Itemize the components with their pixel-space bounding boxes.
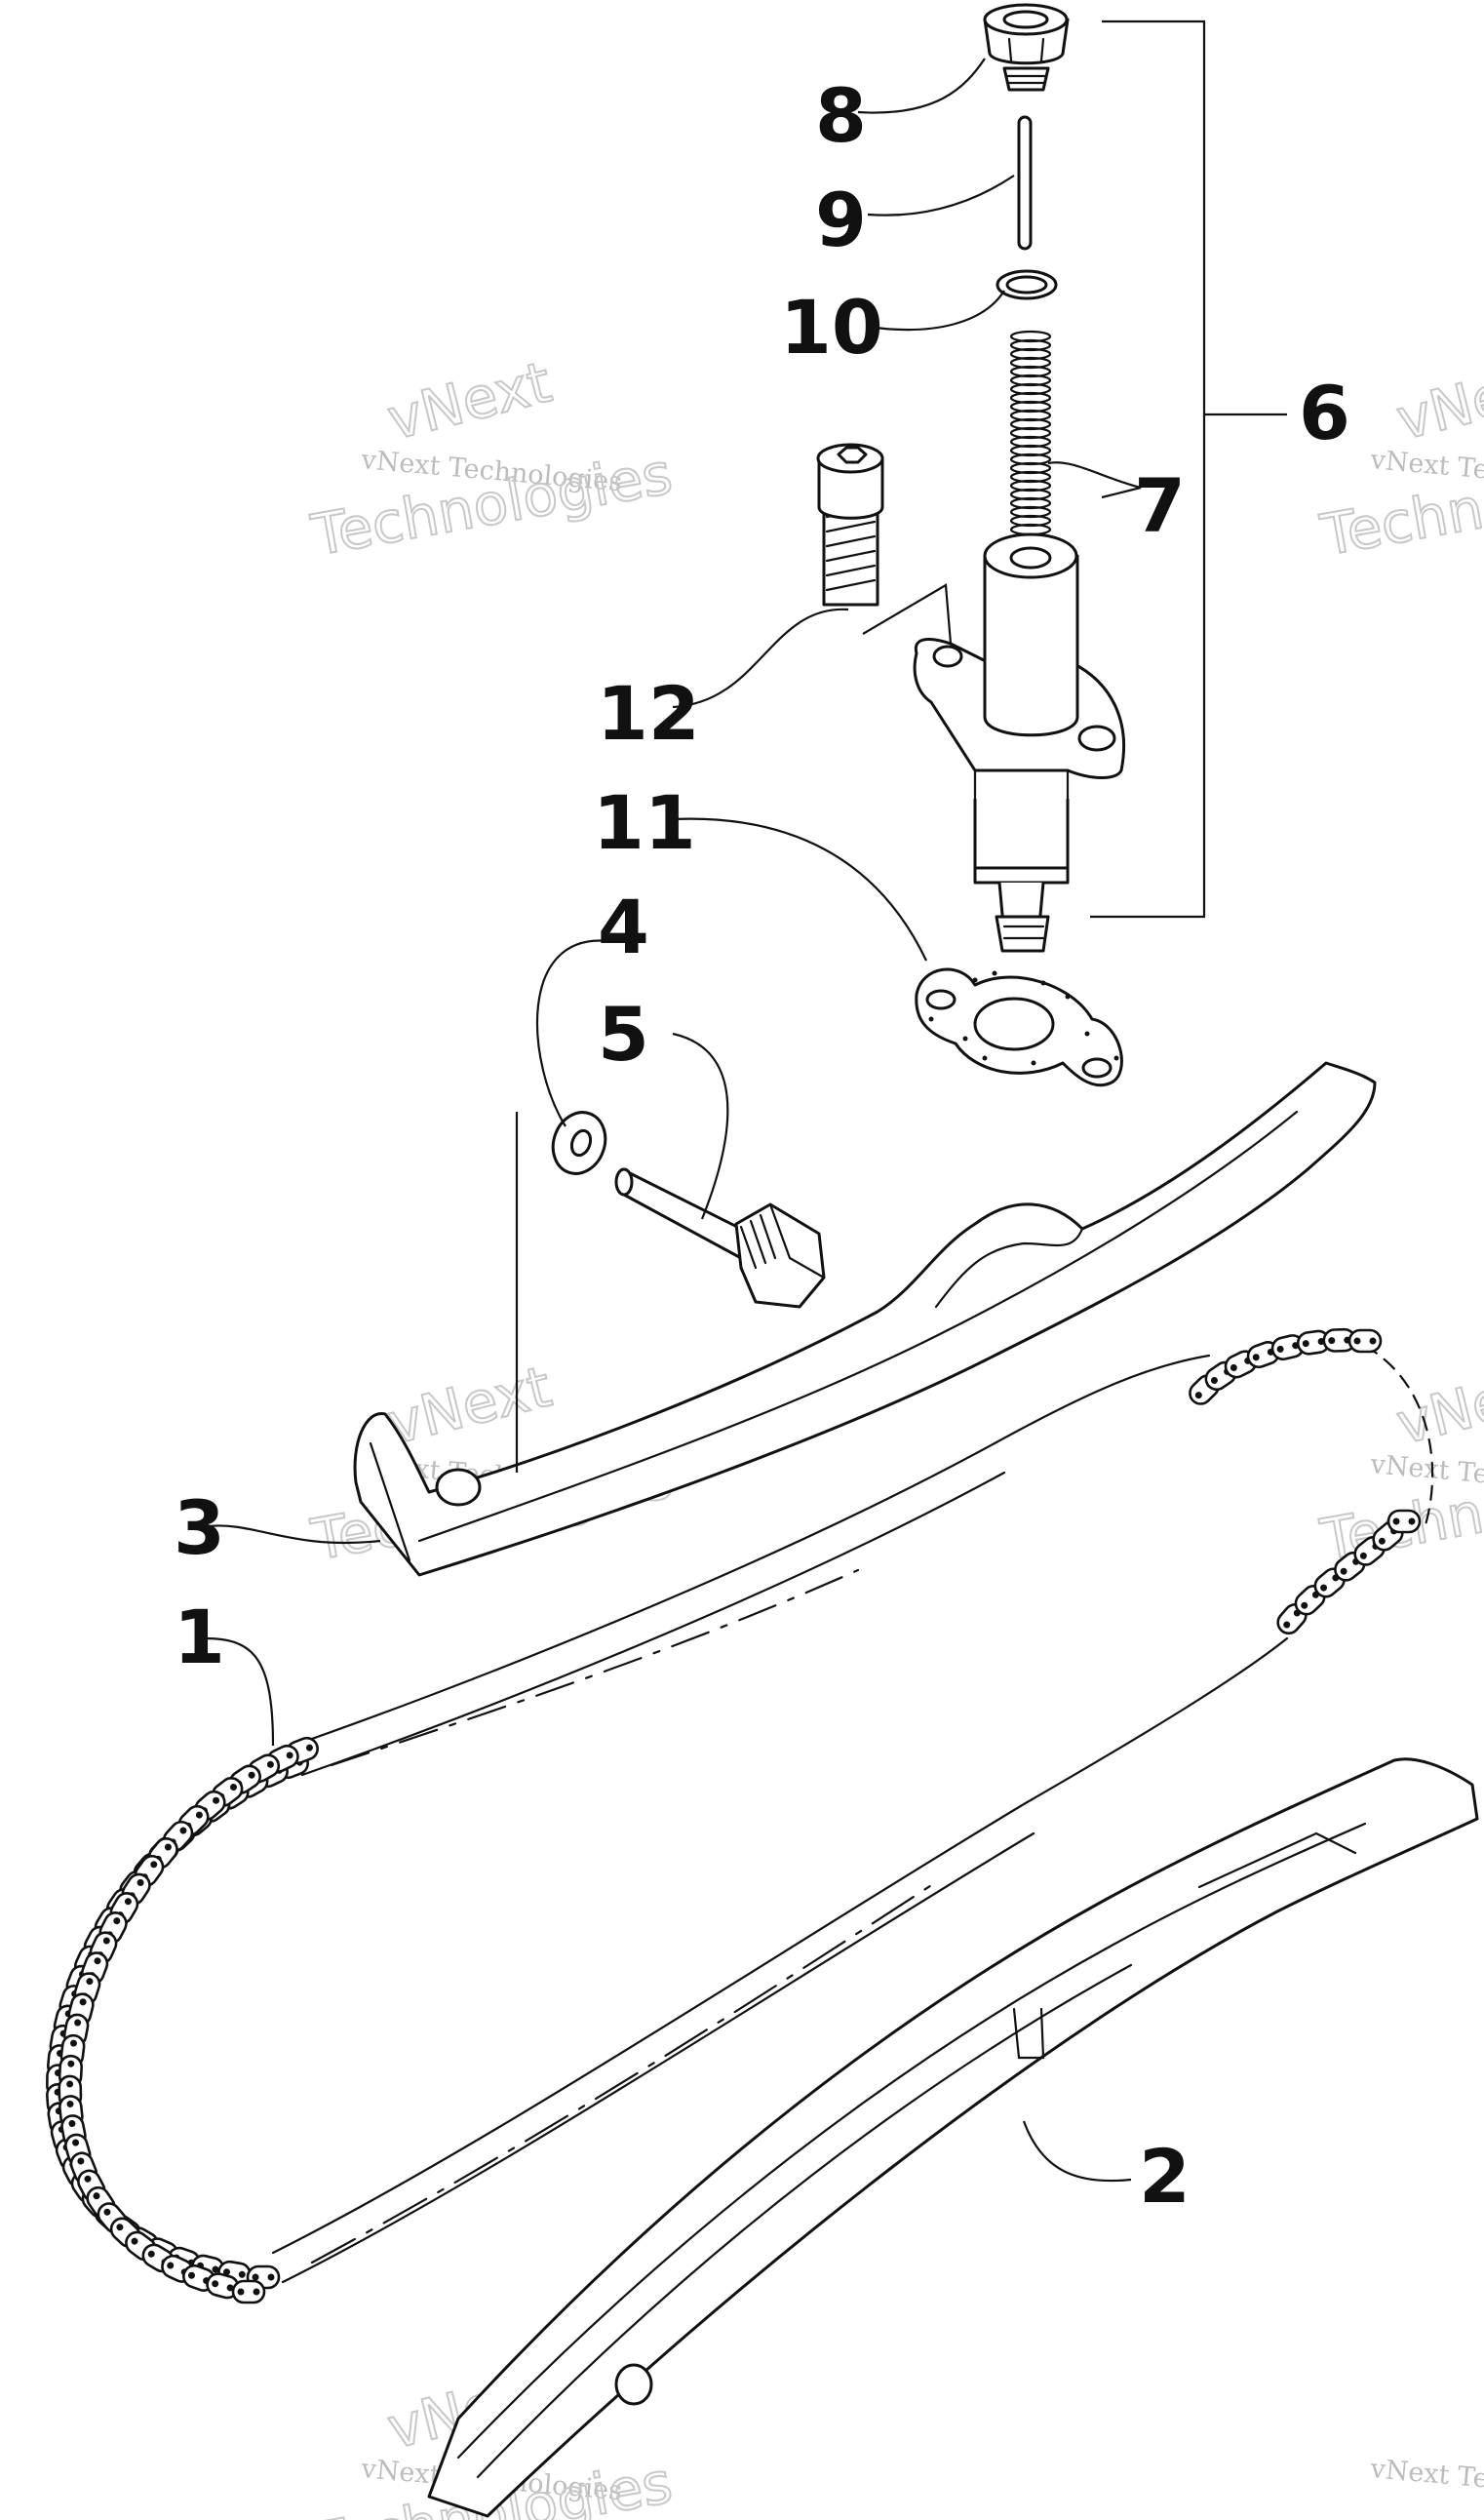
leader-lines [204, 20, 1287, 2183]
part-8-cap-bolt [983, 3, 1070, 92]
watermark-bottom-right: vNext Technologies [1368, 2454, 1484, 2506]
callout-1: 1 [174, 1594, 225, 1680]
chain-link [1347, 1328, 1383, 1354]
part-7-spring [1009, 330, 1052, 536]
watermark-big-1: vNext [381, 349, 558, 453]
part-2-chain-guide [427, 1757, 1479, 2518]
callout-12: 12 [597, 670, 700, 757]
part-4-washer [551, 1111, 607, 1175]
callout-6: 6 [1299, 370, 1350, 456]
part-6-tensioner-body [913, 532, 1126, 953]
part-5-pivot-bolt [614, 1167, 826, 1309]
watermark-big-1: vNext [381, 1354, 558, 1458]
callout-3: 3 [174, 1484, 225, 1571]
part-1-timing-chain-upper [1189, 1327, 1422, 1635]
callout-7: 7 [1134, 462, 1186, 549]
chain-link [231, 2279, 266, 2304]
part-12-socket-bolt [816, 443, 884, 607]
part-10-o-ring [996, 269, 1058, 300]
chain-link [1322, 1327, 1357, 1353]
watermark-big-1: vNext [1390, 1354, 1484, 1458]
callout-2: 2 [1139, 2133, 1191, 2220]
chain-strands [271, 1344, 1434, 2284]
callout-5: 5 [598, 991, 649, 1078]
chain-link [206, 2272, 240, 2300]
part-1-timing-chain [45, 1736, 319, 2304]
callout-10: 10 [780, 284, 883, 371]
callouts: 2 1 3 4 5 6 7 8 9 10 11 12 [174, 72, 1350, 2220]
part-9-rod [1017, 115, 1033, 251]
part-3-tensioner-guide [353, 1061, 1377, 1577]
watermark-big-1: vNext [1390, 349, 1484, 453]
watermark-top-center: vNext vNext Technologies Technologies [305, 348, 678, 571]
part-11-gasket [915, 967, 1123, 1087]
watermark-small: vNext Technologies [1368, 2454, 1484, 2506]
callout-9: 9 [815, 177, 867, 263]
chain-link [1386, 1509, 1422, 1534]
callout-11: 11 [593, 779, 696, 866]
spring-coil [1009, 523, 1052, 536]
callout-8: 8 [815, 72, 867, 159]
callout-4: 4 [598, 884, 649, 970]
